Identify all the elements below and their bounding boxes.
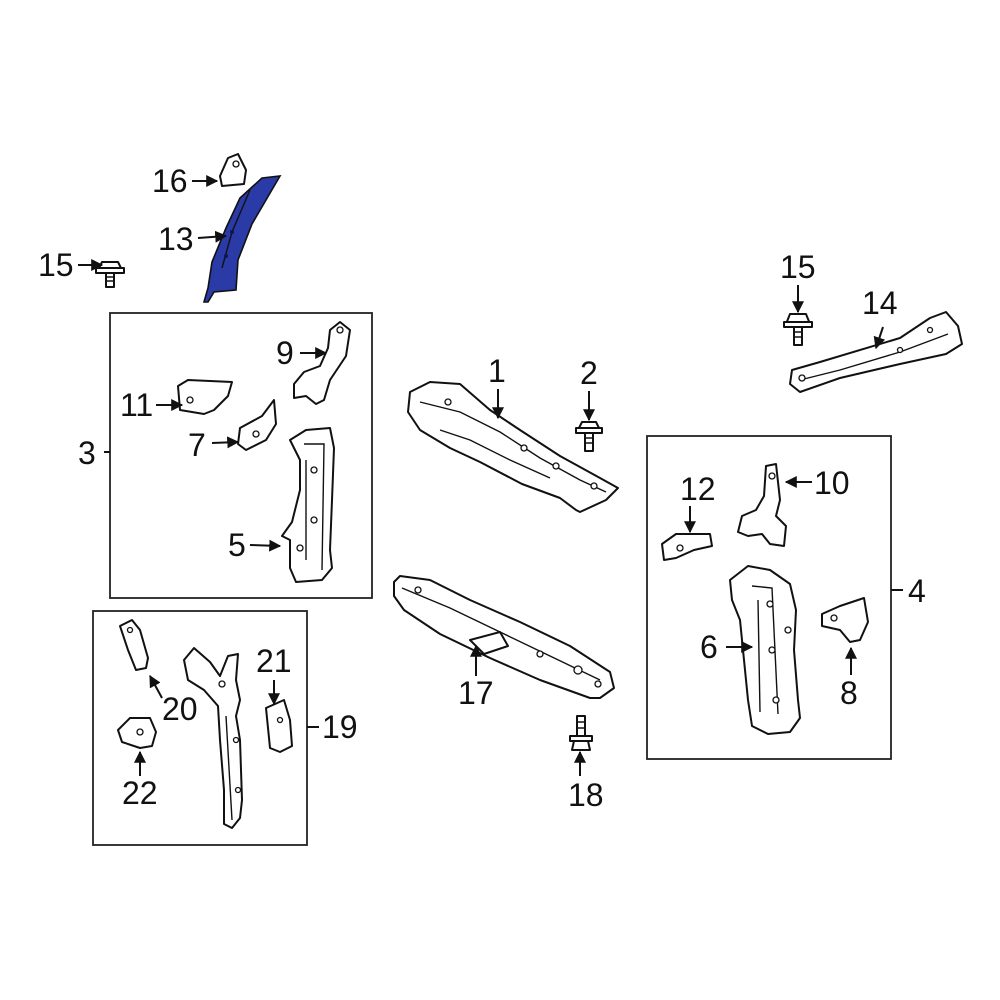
- label-6: 6: [700, 629, 718, 665]
- label-4: 4: [908, 573, 926, 609]
- part-19-pillar[interactable]: [183, 647, 243, 829]
- label-7: 7: [188, 427, 206, 463]
- label-11: 11: [120, 387, 153, 423]
- bolt-15-left[interactable]: [95, 261, 125, 288]
- part-12-bracket[interactable]: [661, 533, 713, 561]
- part-1-upper-tie-bar[interactable]: [407, 381, 619, 513]
- label-19: 19: [322, 709, 358, 745]
- label-16: 16: [152, 163, 188, 199]
- part-14-support[interactable]: [789, 311, 963, 393]
- label-20: 20: [162, 691, 198, 727]
- label-1: 1: [488, 353, 506, 389]
- part-20-bracket[interactable]: [119, 619, 149, 671]
- label-18: 18: [568, 777, 604, 813]
- label-15-left: 15: [38, 247, 74, 283]
- label-21: 21: [256, 643, 292, 679]
- part-7-bracket[interactable]: [237, 399, 277, 451]
- bolt-2[interactable]: [575, 421, 603, 452]
- label-3: 3: [78, 435, 96, 471]
- part-11-bracket[interactable]: [177, 379, 233, 415]
- part-9-bracket[interactable]: [293, 321, 351, 405]
- part-22-bracket[interactable]: [117, 717, 157, 749]
- label-8: 8: [840, 675, 858, 711]
- part-5-side-member[interactable]: [281, 427, 335, 583]
- label-5: 5: [228, 527, 246, 563]
- part-16-bracket[interactable]: [219, 153, 247, 187]
- part-21-bracket[interactable]: [265, 699, 293, 753]
- label-2: 2: [580, 355, 598, 391]
- part-17-lower-tie-bar[interactable]: [393, 575, 615, 699]
- label-15-right: 15: [780, 249, 816, 285]
- label-12: 12: [680, 471, 716, 507]
- label-10: 10: [814, 465, 850, 501]
- label-13: 13: [158, 221, 194, 257]
- group-box-4: [646, 435, 892, 760]
- bolt-15-right[interactable]: [783, 313, 813, 346]
- bolt-18[interactable]: [569, 715, 593, 751]
- label-9: 9: [276, 335, 294, 371]
- group-box-3: [109, 312, 373, 599]
- part-10-bracket[interactable]: [737, 463, 787, 547]
- label-17: 17: [458, 675, 494, 711]
- part-6-side-member[interactable]: [729, 565, 801, 735]
- label-22: 22: [122, 775, 158, 811]
- label-14: 14: [862, 285, 898, 321]
- part-13-pillar[interactable]: [202, 175, 282, 303]
- part-8-bracket[interactable]: [821, 597, 869, 643]
